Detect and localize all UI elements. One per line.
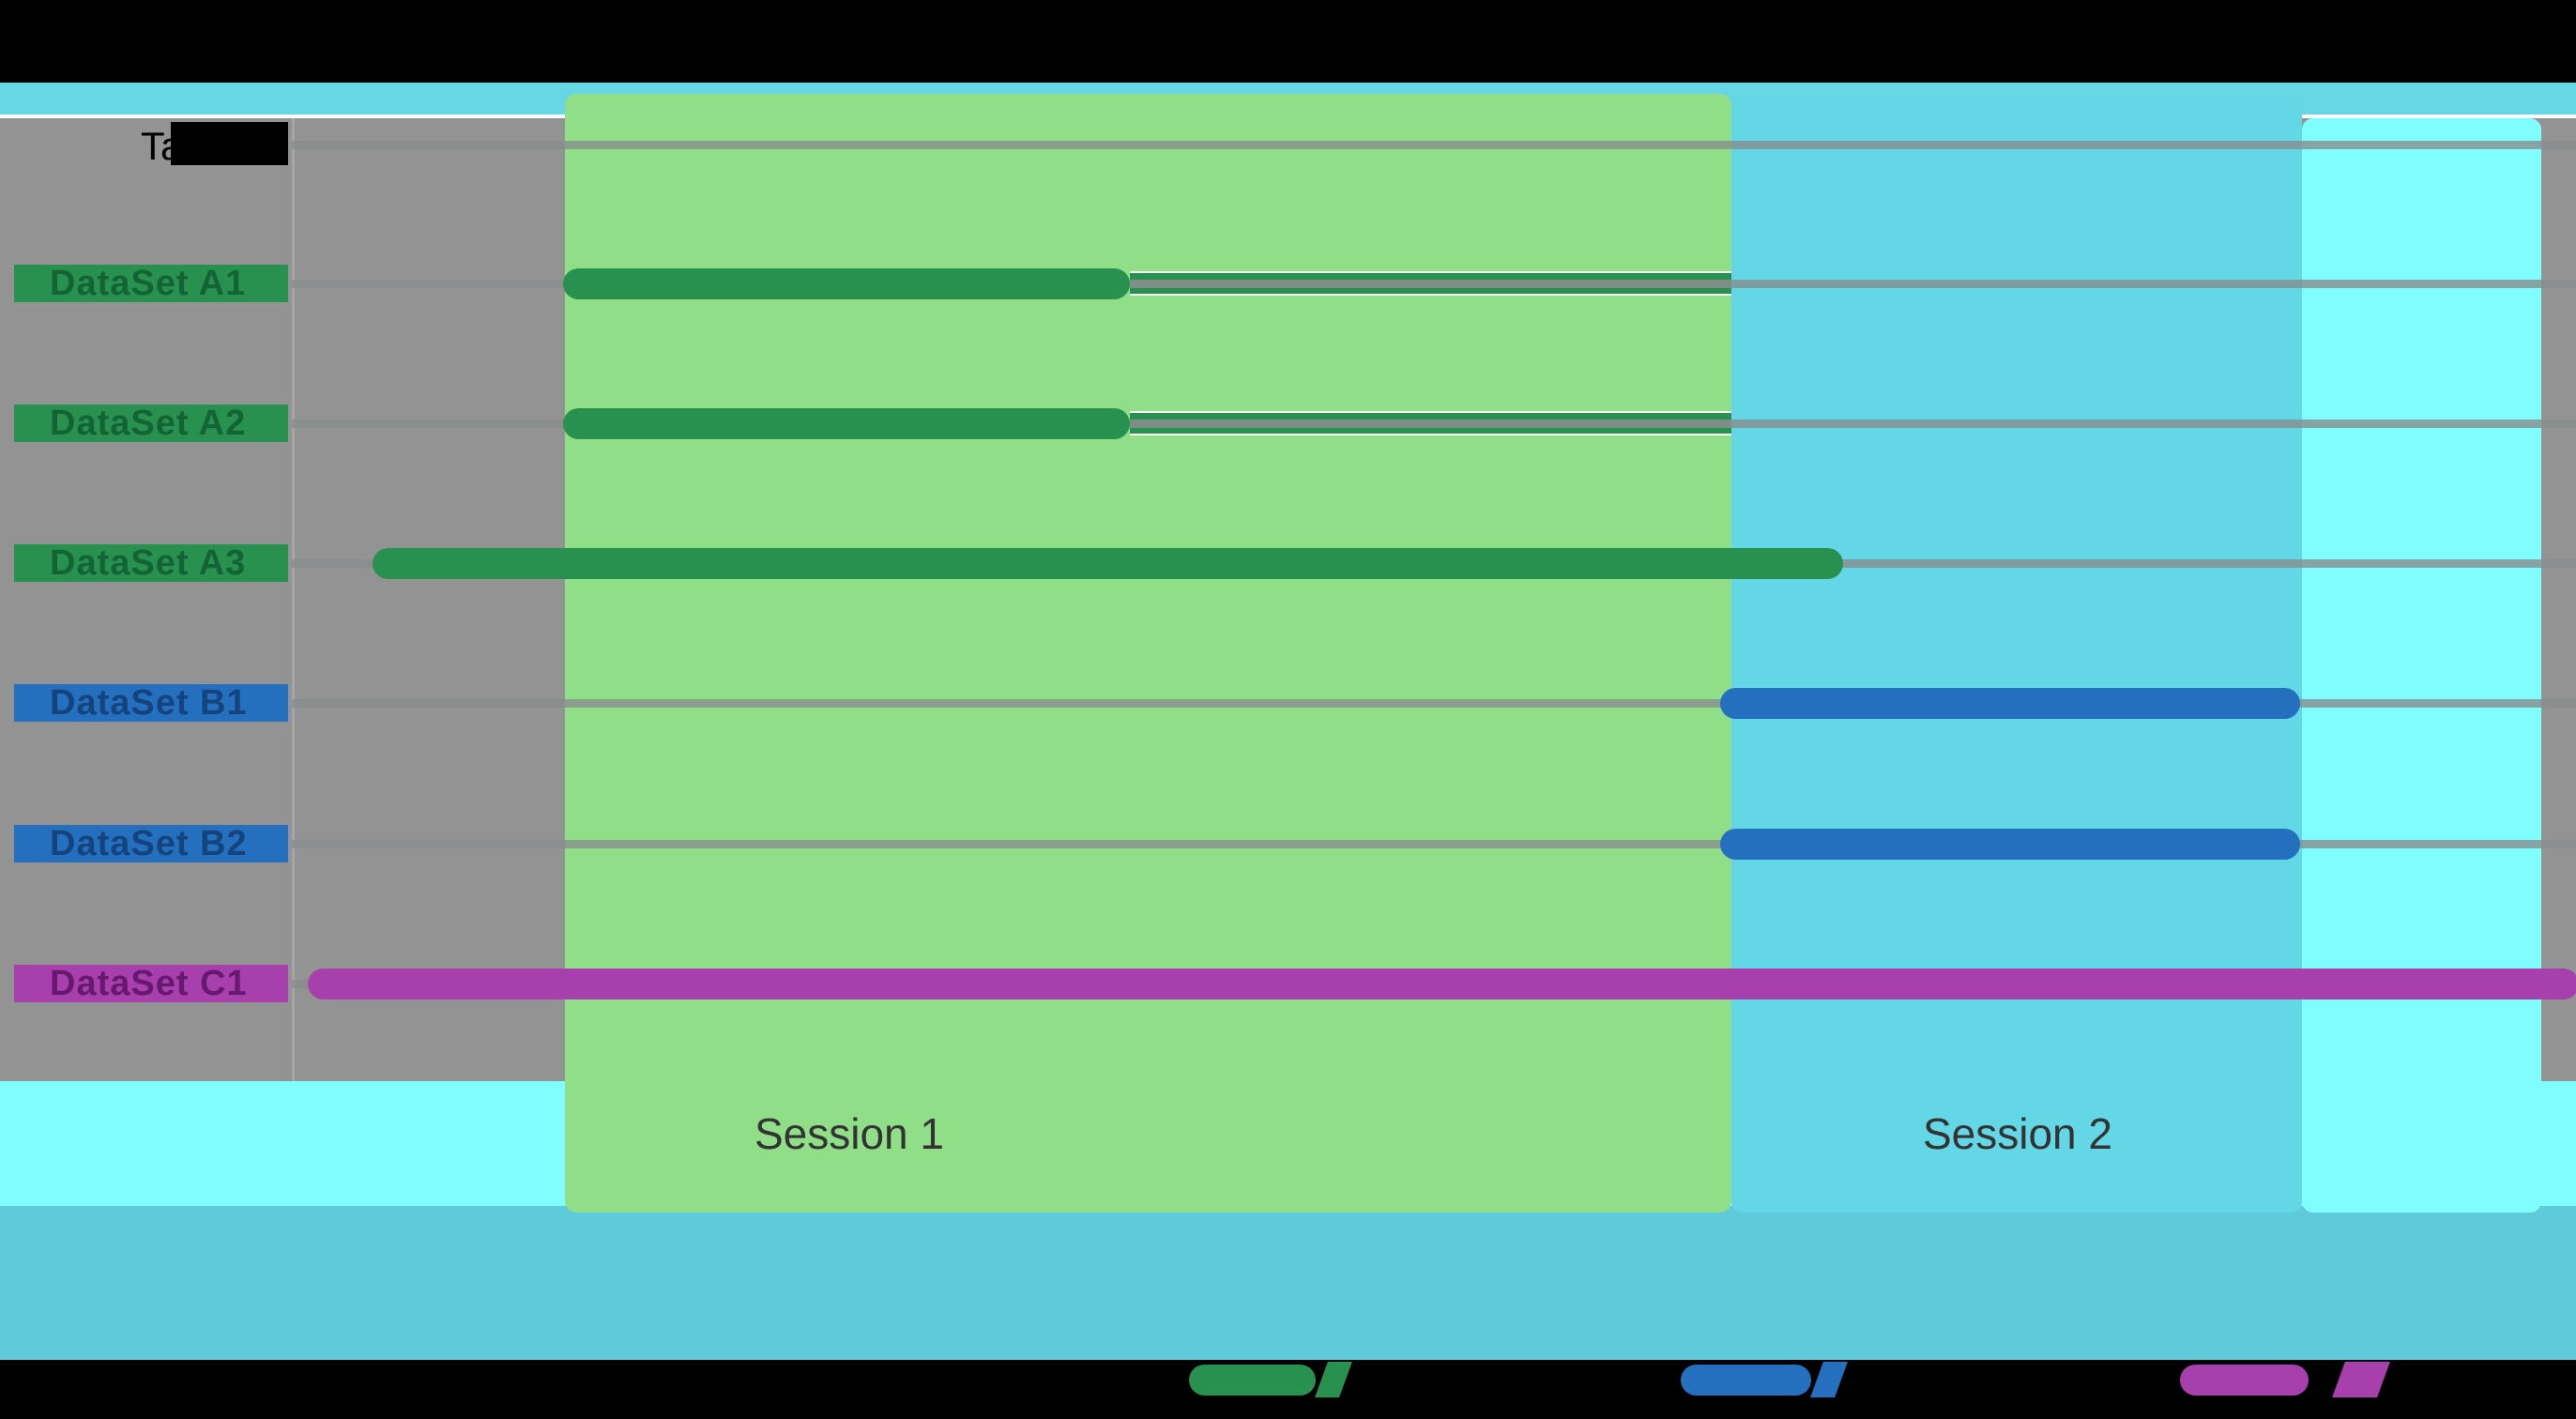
task-label-dataset-a3: DataSet A3 xyxy=(14,544,288,582)
task-label-text: DataSet A2 xyxy=(50,404,247,442)
session-band-3 xyxy=(2302,118,2541,1213)
task-bar-dataset-b2 xyxy=(1720,828,2300,860)
empty-track-gridline xyxy=(1130,279,1731,288)
task-label-text: DataSet B1 xyxy=(50,684,248,722)
empty-track-dataset-a1 xyxy=(1130,271,1731,296)
gridline-row-4 xyxy=(292,698,2576,708)
legend-pill-a xyxy=(1189,1364,1316,1396)
empty-track-dataset-a2 xyxy=(1130,411,1731,435)
task-label-dataset-b1: DataSet B1 xyxy=(14,684,288,722)
empty-track-gridline xyxy=(1130,419,1731,428)
session-2-label: Session 2 xyxy=(1922,1109,2113,1158)
task-label-text: DataSet A1 xyxy=(50,265,247,302)
session-1-label: Session 1 xyxy=(754,1109,945,1158)
legend-pill-b xyxy=(1681,1364,1811,1396)
task-label-dataset-a1: DataSet A1 xyxy=(14,265,288,302)
task-label-text: DataSet A3 xyxy=(50,544,247,582)
task-bar-dataset-b1 xyxy=(1720,687,2300,719)
session-band-2 xyxy=(1731,94,2302,1213)
task-bar-dataset-a3 xyxy=(373,547,1843,579)
legend-pill-c xyxy=(2180,1364,2309,1396)
task-label-text: DataSet C1 xyxy=(50,965,248,1002)
session-band-1 xyxy=(565,94,1731,1213)
task-label-dataset-b2: DataSet B2 xyxy=(14,825,288,862)
task-bar-dataset-a2 xyxy=(563,407,1130,439)
bottom-teal-bar xyxy=(0,1206,2576,1360)
task-label-dataset-c1: DataSet C1 xyxy=(14,965,288,1002)
task-header-redaction-box xyxy=(171,122,288,165)
task-label-text: DataSet B2 xyxy=(50,825,248,862)
gridline-row-5 xyxy=(292,839,2576,848)
gridline-row-0 xyxy=(292,140,2576,149)
task-bar-dataset-a1 xyxy=(563,267,1130,299)
top-header-bar xyxy=(0,0,2576,83)
task-bar-dataset-c1 xyxy=(308,968,2576,999)
task-label-dataset-a2: DataSet A2 xyxy=(14,404,288,442)
task-column-divider xyxy=(292,118,295,1081)
